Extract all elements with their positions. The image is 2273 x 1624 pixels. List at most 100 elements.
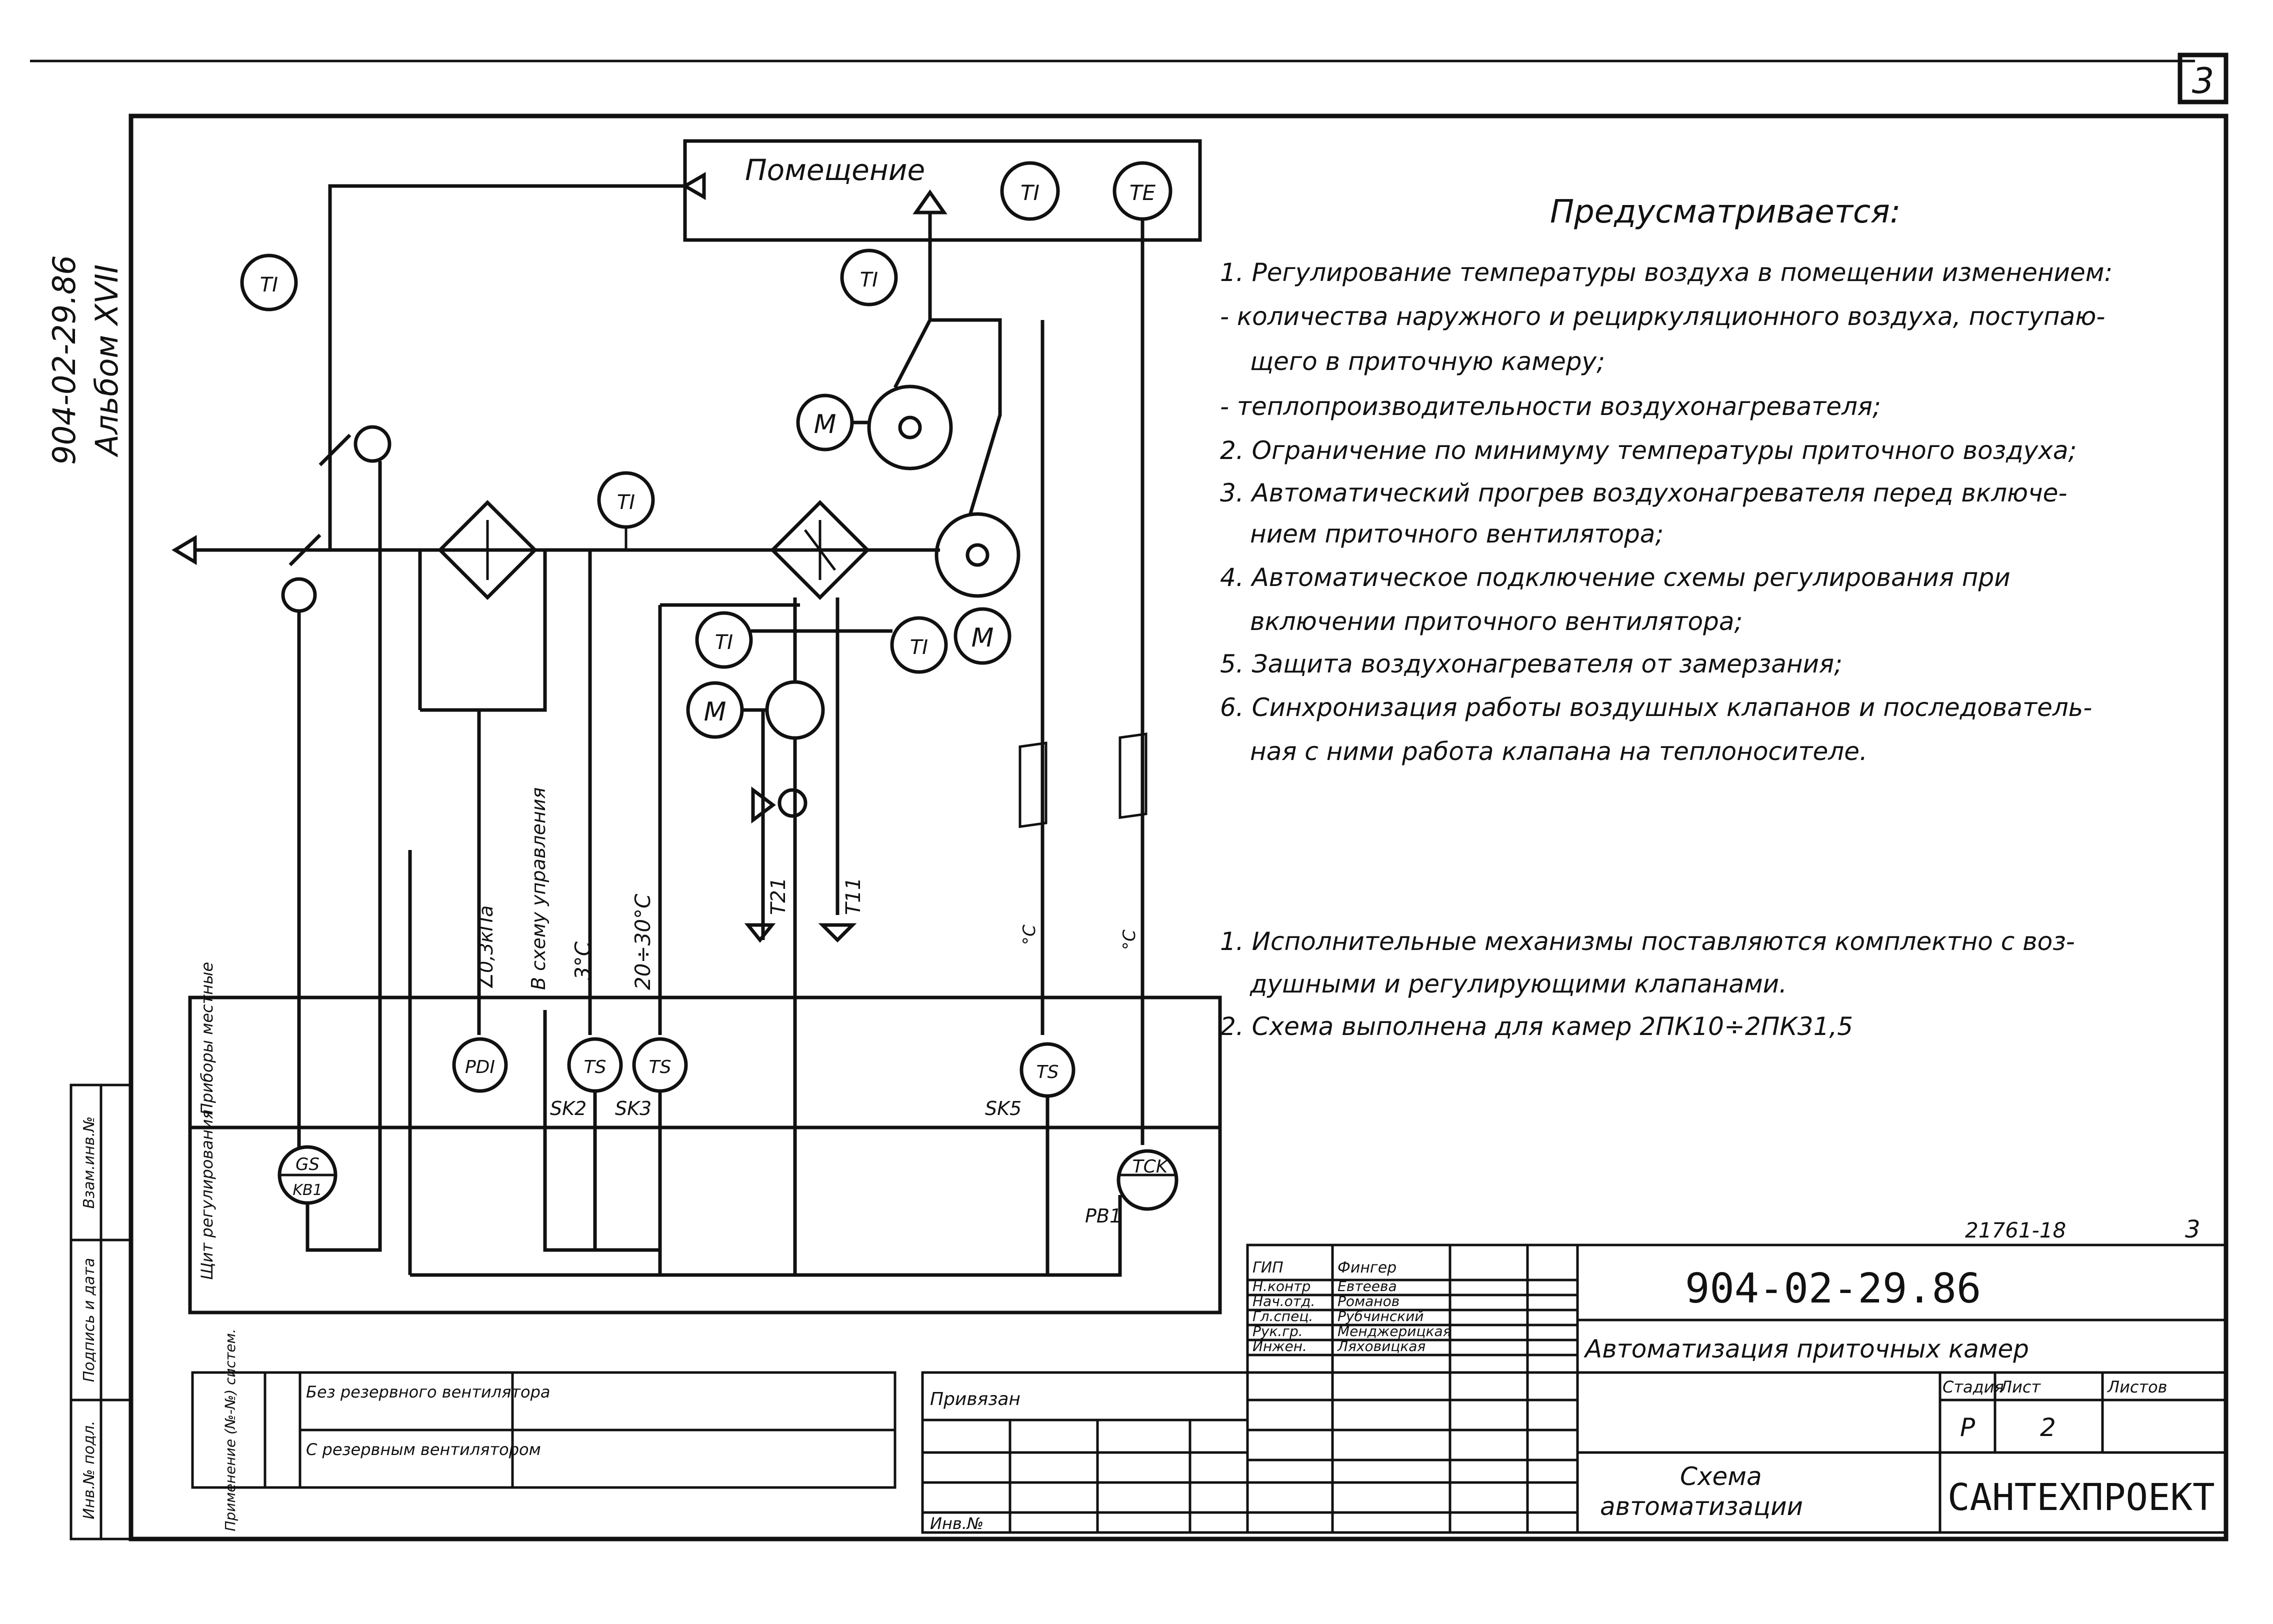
row-control-panel: Щит регулирования [198, 1110, 216, 1280]
drawing-name-2: автоматизации [1600, 1492, 1803, 1521]
svg-text:°C: °C [1120, 930, 1140, 950]
reserve-fan [934, 512, 1020, 598]
name-1: Евтеева [1338, 1278, 1397, 1294]
svg-text:TI: TI [260, 274, 278, 296]
svg-text:PDI: PDI [465, 1057, 495, 1078]
applicability-row2: С резервным вентилятором [306, 1440, 541, 1459]
room-box [683, 139, 1202, 242]
project-title: Автоматизация приточных камер [1584, 1334, 2029, 1364]
stage-value: Р [1960, 1413, 1976, 1442]
applicability-header: Применение (№-№) систем. [222, 1328, 238, 1531]
svg-text:KB1: KB1 [292, 1182, 322, 1199]
note-line-10: 5. Защита воздухонагревателя от замерзан… [1220, 650, 1842, 678]
reserve-fan-motor [954, 607, 1012, 665]
name-4: Менджерицкая [1338, 1323, 1451, 1340]
label-03kpa: ∠0,3кПа [475, 906, 497, 990]
remark-line-3: 2. Схема выполнена для камер 2ПК10÷2ПК31… [1220, 1012, 1853, 1041]
pb1-label: PB1 [1085, 1205, 1122, 1227]
stage-label: Стадия [1942, 1378, 2004, 1396]
name-2: Романов [1338, 1293, 1400, 1310]
svg-text:M: M [704, 697, 726, 727]
note-line-6: 3. Автоматический прогрев воздухонагрева… [1220, 478, 2067, 508]
room-label: Помещение [745, 153, 925, 187]
row-local-devices: Приборы местные [198, 962, 216, 1115]
outdoor-temp-indicator [240, 254, 298, 312]
role-3: Гл.спец. [1252, 1308, 1313, 1324]
svg-text:TCK: TCK [1132, 1156, 1169, 1177]
sign-date-label: Подпись и дата [80, 1258, 98, 1382]
main-border [128, 114, 2228, 1542]
note-line-8: 4. Автоматическое подключение схемы регу… [1220, 563, 2010, 592]
role-4: Рук.гр. [1252, 1323, 1303, 1340]
name-0: Фингер [1338, 1259, 1396, 1276]
inv-replace-label: Взам.инв.№ [80, 1116, 98, 1209]
pressure-diff-indicator [452, 1037, 508, 1093]
svg-text:TS: TS [1036, 1062, 1059, 1082]
recirc-damper [318, 434, 352, 466]
instrument-area [188, 996, 1222, 1314]
sheet-number: 3 [2192, 60, 2214, 102]
remark-line-2: душными и регулирующими клапанами. [1250, 970, 1787, 998]
label-3c: 3°C [570, 941, 595, 980]
return-water-temp-indicator [695, 611, 753, 669]
temp-controller [1116, 1149, 1178, 1211]
binding-table: Привязан Инв.№ [921, 1371, 1249, 1534]
notes-block: Предусматривается: 1. Регулирование темп… [1220, 194, 2112, 1041]
side-stamp-code: 904-02-29.86 [46, 255, 82, 464]
drawing-name-1: Схема [1680, 1462, 1762, 1491]
doc-number-top: 21761-18 [1965, 1218, 2066, 1242]
sk3-label: SK3 [615, 1098, 652, 1120]
label-20-30: 20÷30°C [630, 894, 655, 990]
room-temp-indicator [1000, 161, 1060, 221]
automation-diagram: Помещение TI TE TI TI TI [172, 139, 1222, 1314]
damper-actuator-2 [354, 425, 392, 463]
svg-text:°C: °C [1020, 924, 1040, 945]
sk5-label: SK5 [985, 1098, 1022, 1120]
name-5: Ляховицкая [1337, 1338, 1426, 1354]
t21-label: T21 [767, 878, 790, 915]
remark-line-1: 1. Исполнительные механизмы поставляются… [1220, 927, 2075, 956]
title-block: 21761-18 3 ГИП Фингер Н.контр Евтеева На… [1246, 1216, 2228, 1534]
note-line-5: 2. Ограничение по минимуму температуры п… [1220, 436, 2076, 465]
side-stamp-album: Альбом XVII [88, 264, 125, 458]
inv-orig-label: Инв.№ подл. [80, 1420, 98, 1519]
svg-text:M: M [972, 623, 994, 653]
control-valve [751, 786, 776, 824]
applicability-row1: Без резервного вентилятора [306, 1382, 550, 1402]
recirc-duct [328, 184, 685, 550]
note-line-1: 1. Регулирование температуры воздуха в п… [1220, 258, 2112, 287]
label-to-control: В схему управления [528, 788, 550, 990]
sk2-label: SK2 [550, 1098, 586, 1120]
name-3: Рубчинский [1338, 1308, 1424, 1324]
svg-text:TE: TE [1130, 180, 1156, 205]
organization: САНТЕХПРОЕКТ [1948, 1476, 2215, 1519]
note-line-4: - теплопроизводительности воздухонагрева… [1220, 392, 1881, 421]
note-line-7: нием приточного вентилятора; [1250, 520, 1664, 548]
binding-inv: Инв.№ [930, 1514, 984, 1533]
svg-text:TI: TI [617, 491, 635, 514]
role-1: Н.контр [1252, 1278, 1310, 1294]
supply-fan [867, 384, 953, 470]
svg-text:TI: TI [860, 268, 878, 292]
supply-temp-indicator [840, 248, 898, 306]
page-top: 3 [2185, 1216, 2200, 1244]
air-filter [438, 500, 538, 600]
air-heater [770, 500, 870, 600]
t11-label: T11 [842, 878, 865, 915]
heating-valve-actuator [765, 680, 825, 740]
doc-code: 904-02-29.86 [1685, 1265, 1981, 1312]
role-2: Нач.отд. [1252, 1293, 1315, 1310]
sheet-number-box [2178, 52, 2228, 104]
svg-text:TI: TI [715, 631, 733, 654]
binding-title: Привязан [930, 1389, 1020, 1410]
note-line-3: щего в приточную камеру; [1250, 347, 1605, 376]
svg-text:TI: TI [910, 636, 928, 659]
sheet-label: Лист [2000, 1378, 2041, 1396]
role-5: Инжен. [1252, 1338, 1307, 1354]
sheets-label: Листов [2107, 1378, 2168, 1396]
note-line-9: включении приточного вентилятора; [1250, 607, 1742, 636]
left-strip: Инв.№ подл. Подпись и дата Взам.инв.№ [70, 1084, 132, 1540]
svg-text:M: M [814, 410, 836, 440]
svg-text:TS: TS [649, 1057, 672, 1078]
